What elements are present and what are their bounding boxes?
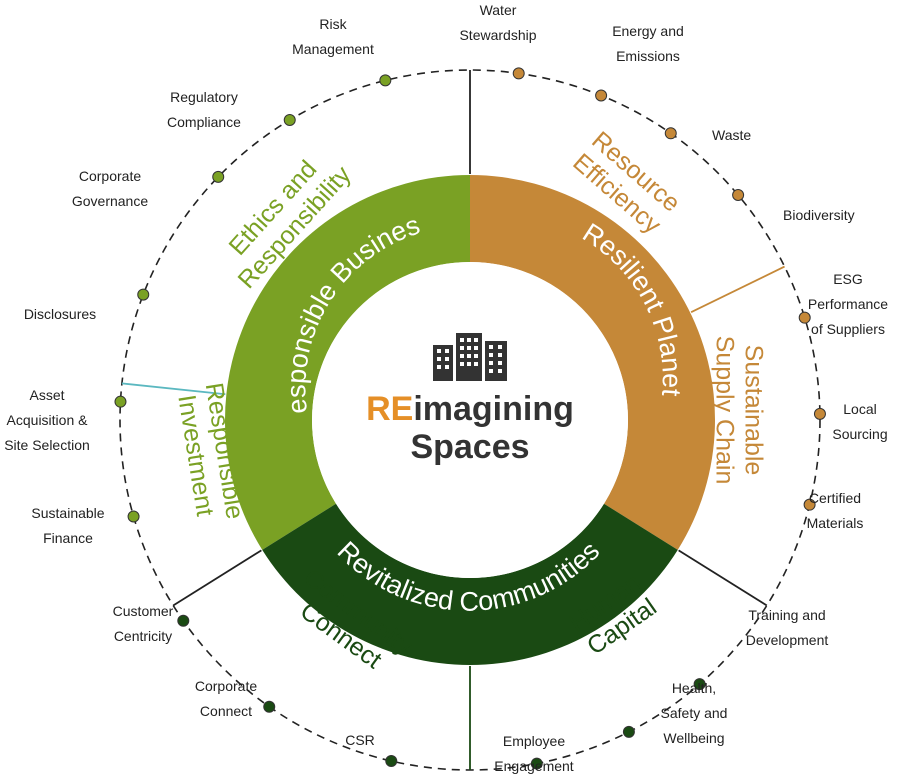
topic-label-line: Governance [72, 193, 148, 209]
topic-label-line: Development [746, 632, 829, 648]
topic-dot [798, 311, 811, 324]
topic-dot [137, 288, 150, 301]
topic-dot [512, 67, 525, 80]
topic-label-line: Regulatory [170, 89, 238, 105]
topic-label-line: Wellbeing [663, 730, 724, 746]
topic-dot [212, 170, 225, 183]
topic-label-line: Acquisition & [7, 412, 89, 428]
topic-dot [127, 510, 140, 523]
center-title-line-1: REimagining [366, 390, 574, 428]
topic-label-line: Emissions [616, 48, 680, 64]
topic-biodiversity: Biodiversity [732, 189, 855, 223]
topic-label-line: Customer [113, 603, 174, 619]
topic-label-line: Biodiversity [783, 207, 855, 223]
topic-label-line: Sustainable [31, 505, 104, 521]
topic-label-line: ESG [833, 271, 863, 287]
ring-segment-revitalized-communities [262, 503, 678, 665]
divider-line [172, 549, 262, 607]
center-title-accent: RE [366, 390, 413, 428]
topic-label-line: CSR [345, 732, 375, 748]
topic-dot [664, 127, 677, 140]
topic-dot [385, 755, 398, 768]
topic-dot [263, 700, 276, 713]
topic-label-line: Stewardship [459, 27, 536, 43]
topic-label-line: Waste [712, 127, 751, 143]
divider-line [678, 549, 768, 607]
ring-segment-resilient-planet [470, 175, 715, 550]
topic-label-line: Engagement [494, 758, 574, 774]
pillar-label-line: Supply Chain [711, 336, 739, 485]
topic-dot [177, 614, 190, 627]
topic-waste: Waste [664, 127, 751, 143]
topic-label-line: Site Selection [4, 437, 90, 453]
topic-csr: CSR [345, 732, 398, 768]
topic-label-line: Finance [43, 530, 93, 546]
topic-dot [732, 189, 745, 202]
topic-dot [530, 757, 543, 770]
topic-label-line: Materials [807, 515, 864, 531]
topic-label-line: Corporate [79, 168, 141, 184]
topic-label-line: Employee [503, 733, 565, 749]
topic-label-line: Training and [748, 607, 825, 623]
topic-label-line: of Suppliers [811, 321, 885, 337]
topic-label-line: Health, [672, 680, 716, 696]
divider-line [690, 265, 785, 313]
center-title-line-2: Spaces [410, 428, 529, 466]
topic-esg-performance-of-suppliers: ESG Performance of Suppliers [798, 271, 888, 337]
topic-label-line: Connect [200, 703, 252, 719]
topic-dot [622, 725, 635, 738]
ring-segment-responsible-business [224, 175, 470, 550]
topic-dot [379, 74, 392, 87]
topic-label-line: Disclosures [24, 306, 96, 322]
topic-label-line: Corporate [195, 678, 257, 694]
topic-label-line: Performance [808, 296, 888, 312]
topic-label-line: Safety and [661, 705, 728, 721]
topic-label-line: Water [480, 2, 517, 18]
topic-label-line: Centricity [114, 628, 172, 644]
topic-label-line: Certified [809, 490, 861, 506]
topic-label-line: Asset [29, 387, 64, 403]
core-ring [224, 175, 715, 665]
pillar-label-line: Sustainable [740, 345, 768, 476]
topic-dot [114, 395, 127, 408]
topic-label-line: Management [292, 41, 374, 57]
topic-dot [283, 113, 296, 126]
topic-label-line: Risk [319, 16, 347, 32]
center-logo: REimagining Spaces [366, 333, 574, 466]
topic-label-line: Local [843, 401, 876, 417]
buildings-icon [433, 333, 507, 381]
divider-line [121, 382, 226, 396]
topic-disclosures: Disclosures [24, 288, 150, 322]
topic-dot [693, 678, 706, 691]
pillar-dividers [121, 70, 785, 770]
topic-dot [803, 498, 816, 511]
topic-label-line: Compliance [167, 114, 241, 130]
center-title-rest: imagining [413, 390, 574, 428]
topic-label-line: Energy and [612, 23, 684, 39]
topic-dot [595, 89, 608, 102]
topic-dot [813, 407, 826, 420]
topic-label-line: Sourcing [832, 426, 887, 442]
